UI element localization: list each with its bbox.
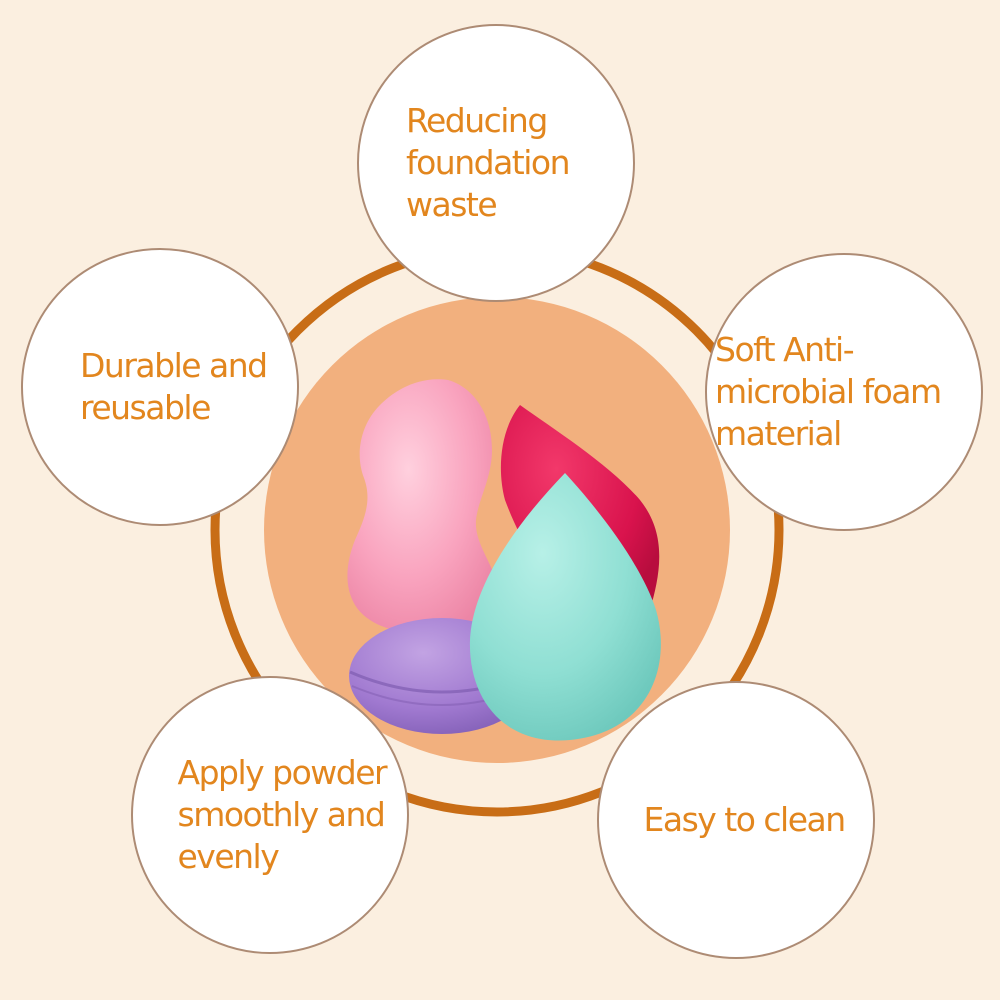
feature-label-bottom-left: Apply powder smoothly and evenly — [177, 753, 388, 876]
feature-label-top: Reducing foundation waste — [406, 101, 571, 224]
pink-gourd-sponge — [347, 379, 500, 639]
feature-circle-right: Soft Anti-microbial foam material — [705, 253, 983, 531]
feature-label-left: Durable and reusable — [80, 346, 268, 427]
teal-teardrop-sponge — [469, 473, 661, 741]
feature-circle-left: Durable and reusable — [21, 248, 299, 526]
feature-circle-top: Reducing foundation waste — [357, 24, 635, 302]
feature-circle-bottom-left: Apply powder smoothly and evenly — [131, 676, 409, 954]
feature-label-right: Soft Anti-microbial foam material — [715, 330, 942, 453]
feature-label-bottom-right: Easy to clean — [643, 800, 847, 840]
feature-circle-bottom-right: Easy to clean — [597, 681, 875, 959]
